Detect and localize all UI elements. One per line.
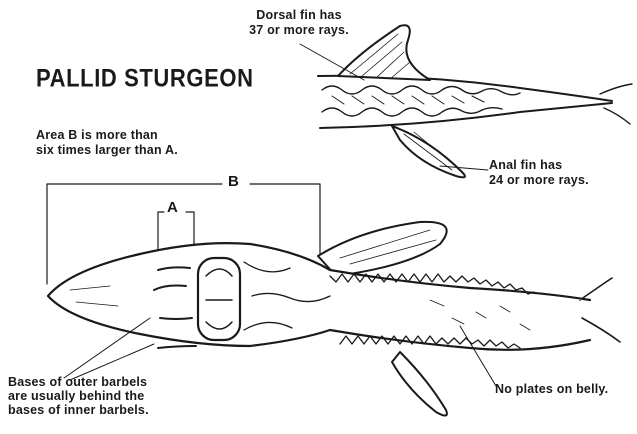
tail-section-drawing (300, 25, 632, 177)
snout-and-body-outline (48, 243, 590, 350)
pectoral-fin-lower (392, 352, 447, 416)
area-b-letter: B (228, 173, 239, 190)
anal-fin (392, 126, 465, 177)
mouth (198, 258, 240, 340)
dorsal-fin-label: Dorsal fin has 37 or more rays. (237, 8, 361, 38)
belly-label: No plates on belly. (495, 382, 608, 397)
area-a-letter: A (167, 199, 178, 216)
tail-scute-crossmarks (332, 96, 484, 104)
tail-body-upper-edge (318, 76, 612, 101)
pectoral-fin-upper (318, 222, 447, 276)
area-b-label: Area B is more than six times larger tha… (36, 128, 178, 158)
diagram-title: PALLID STURGEON (36, 64, 254, 93)
anal-fin-label: Anal fin has 24 or more rays. (489, 158, 589, 188)
tail-body-lower-edge (320, 103, 612, 128)
outer-barbels-label: Bases of outer barbels are usually behin… (8, 375, 149, 417)
belly-shading (430, 300, 530, 330)
tail-scutes (322, 86, 520, 116)
pelvic-fin (580, 278, 620, 342)
